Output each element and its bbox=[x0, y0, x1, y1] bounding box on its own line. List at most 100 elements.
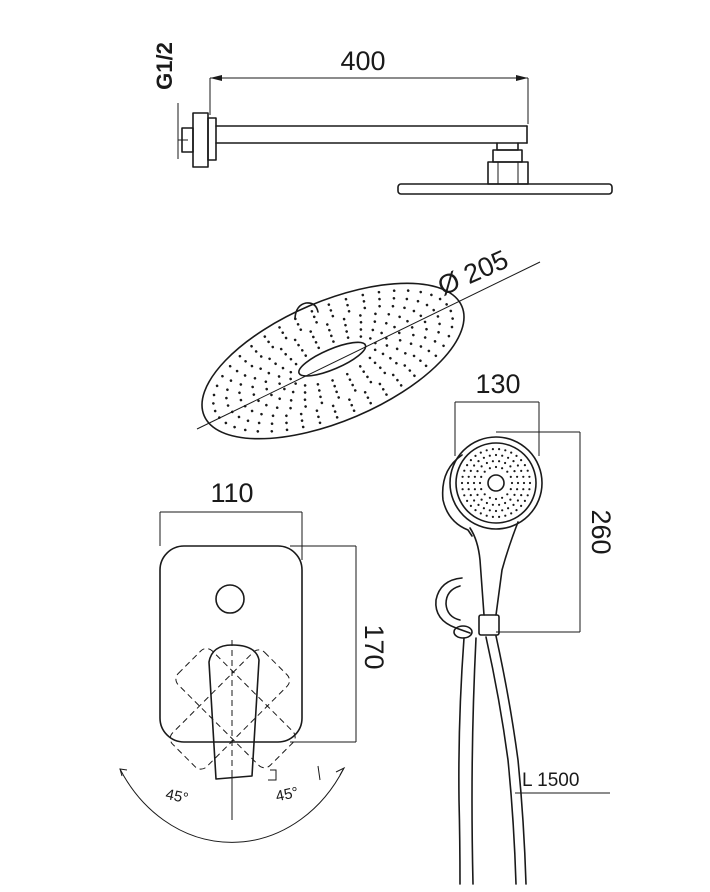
nozzle-dot bbox=[348, 398, 351, 401]
nozzle-dot bbox=[213, 409, 217, 413]
nozzle-dot bbox=[285, 414, 288, 418]
nozzle-dot bbox=[371, 328, 375, 332]
nozzle-dot bbox=[419, 314, 423, 318]
nozzle-dot bbox=[289, 406, 292, 410]
nozzle-dot bbox=[393, 325, 396, 329]
nozzle-dot bbox=[264, 380, 268, 383]
nozzle-dot bbox=[373, 320, 377, 323]
nozzle-dot bbox=[378, 304, 381, 308]
nozzle-dot bbox=[212, 402, 215, 405]
nozzle-dot bbox=[477, 460, 480, 463]
nozzle-dot bbox=[432, 308, 436, 312]
hand-shower bbox=[435, 436, 543, 885]
nozzle-dot bbox=[285, 428, 289, 432]
plate-width-label: 110 bbox=[210, 478, 253, 508]
nozzle-dot bbox=[215, 384, 219, 388]
nozzle-dot bbox=[396, 378, 399, 382]
hand-width-dimension: 130 bbox=[454, 369, 540, 456]
nozzle-dot bbox=[466, 481, 470, 485]
nozzle-dot bbox=[473, 475, 476, 478]
nozzle-dot bbox=[265, 403, 268, 407]
nozzle-dot bbox=[520, 459, 523, 462]
nozzle-dot bbox=[509, 475, 512, 478]
nozzle-dot bbox=[498, 448, 501, 451]
nozzle-dot bbox=[344, 297, 348, 301]
nozzle-dot bbox=[387, 312, 391, 316]
nozzle-dot bbox=[335, 390, 338, 394]
nozzle-dot bbox=[501, 454, 504, 457]
nozzle-dot bbox=[329, 309, 333, 312]
nozzle-dot bbox=[509, 465, 512, 468]
nozzle-dot bbox=[425, 303, 429, 307]
nozzle-dot bbox=[257, 399, 260, 403]
angle-right-label: 45° bbox=[274, 784, 300, 805]
nozzle-dot bbox=[404, 352, 407, 355]
nozzle-dot bbox=[479, 451, 482, 454]
nozzle-dot bbox=[330, 334, 333, 338]
nozzle-dot bbox=[523, 464, 527, 467]
nozzle-dot bbox=[516, 481, 520, 485]
thread-size-label: G1/2 bbox=[152, 42, 177, 90]
nozzle-dot bbox=[289, 377, 292, 381]
nozzle-dot bbox=[369, 380, 373, 384]
nozzle-dot bbox=[412, 354, 416, 358]
hand-length-label: 260 bbox=[586, 509, 616, 554]
nozzle-dot bbox=[476, 470, 479, 473]
nozzle-dot bbox=[385, 393, 388, 396]
nozzle-dot bbox=[483, 493, 486, 496]
nozzle-dot bbox=[335, 416, 339, 419]
angle-left-label: 45° bbox=[164, 786, 190, 807]
nozzle-dot bbox=[243, 374, 247, 377]
nozzle-dot bbox=[494, 465, 498, 469]
nozzle-dot bbox=[253, 376, 257, 380]
nozzle-dot bbox=[363, 306, 367, 310]
nozzle-dot bbox=[488, 509, 491, 512]
nozzle-dot bbox=[325, 323, 329, 326]
nozzle-dot bbox=[362, 370, 366, 373]
nozzle-dot bbox=[522, 475, 525, 478]
nozzle-dot bbox=[385, 344, 389, 347]
nozzle-dot bbox=[425, 327, 428, 331]
nozzle-dot bbox=[368, 356, 372, 360]
nozzle-dot bbox=[449, 309, 453, 313]
nozzle-dot bbox=[408, 369, 412, 372]
nozzle-dot bbox=[299, 328, 303, 331]
nozzle-dot bbox=[463, 494, 466, 497]
nozzle-dot bbox=[469, 504, 472, 507]
nozzle-dot bbox=[275, 406, 279, 410]
nozzle-dot bbox=[480, 498, 483, 501]
nozzle-dot bbox=[433, 340, 437, 343]
nozzle-dot bbox=[507, 456, 510, 459]
nozzle-dot bbox=[252, 393, 256, 396]
nozzle-dot bbox=[342, 317, 346, 321]
nozzle-dot bbox=[312, 315, 316, 319]
nozzle-dot bbox=[485, 449, 488, 452]
nozzle-dot bbox=[504, 461, 507, 465]
nozzle-dot bbox=[315, 409, 319, 413]
nozzle-dot bbox=[327, 303, 331, 306]
nozzle-dot bbox=[491, 460, 494, 463]
nozzle-dot bbox=[289, 370, 293, 374]
nozzle-dot bbox=[359, 328, 363, 331]
nozzle-dot bbox=[265, 387, 269, 391]
nozzle-dot bbox=[494, 509, 498, 513]
nozzle-dot bbox=[291, 390, 295, 394]
nozzle-dot bbox=[243, 428, 247, 432]
nozzle-dot bbox=[300, 349, 304, 352]
nozzle-dot bbox=[254, 350, 258, 353]
nozzle-dot bbox=[494, 497, 498, 501]
nozzle-dot bbox=[409, 342, 413, 346]
nozzle-dot bbox=[504, 514, 507, 517]
nozzle-dot bbox=[259, 355, 263, 358]
nozzle-dot bbox=[510, 451, 513, 454]
nozzle-dot bbox=[403, 364, 407, 367]
nozzle-dot bbox=[494, 453, 498, 457]
nozzle-dot bbox=[434, 354, 438, 358]
nozzle-dot bbox=[398, 315, 401, 319]
nozzle-dot bbox=[318, 421, 322, 425]
nozzle-dot bbox=[507, 507, 510, 510]
nozzle-dot bbox=[520, 504, 523, 507]
nozzle-dot bbox=[438, 297, 442, 301]
nozzle-dot bbox=[332, 340, 335, 343]
nozzle-dot bbox=[270, 422, 274, 425]
